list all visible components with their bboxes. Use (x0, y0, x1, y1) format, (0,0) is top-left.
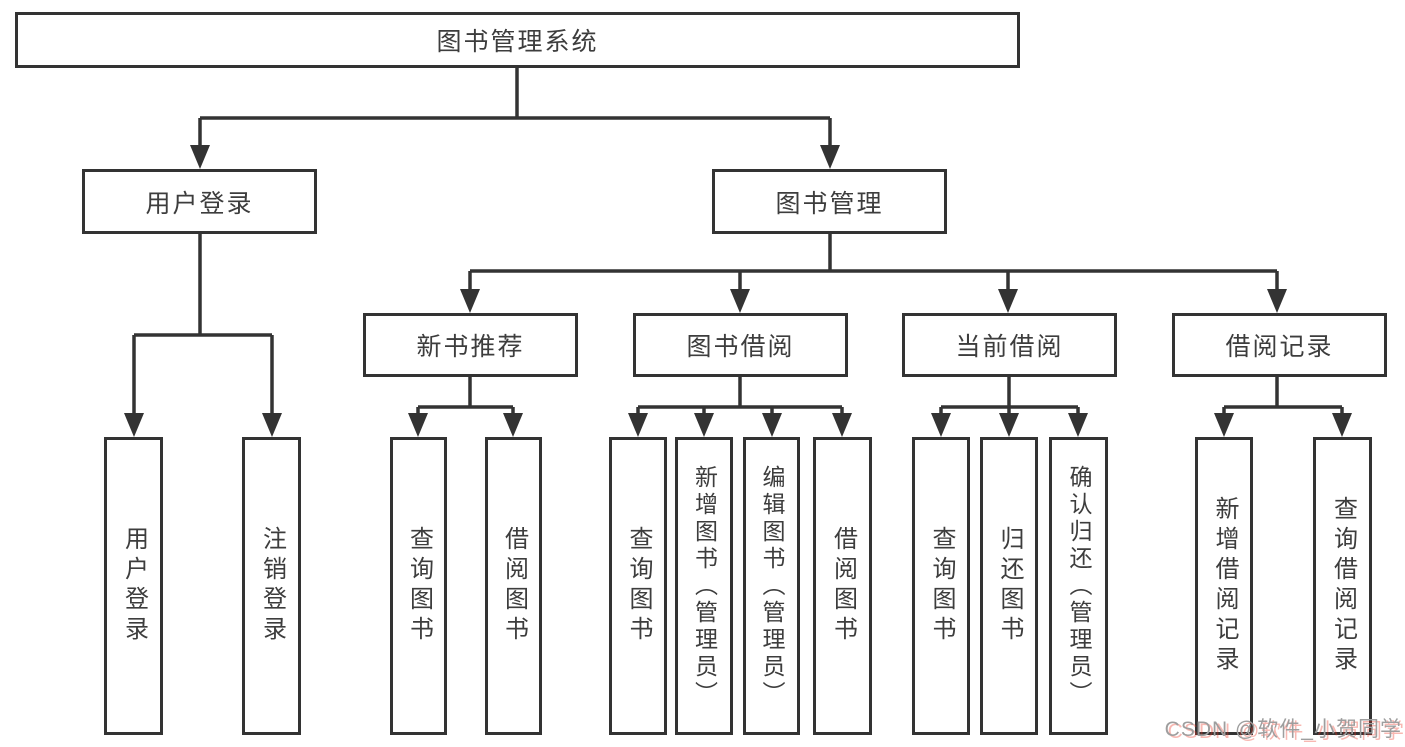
leaf-current-confirm-return-admin: 确认归还（管理员） (1049, 437, 1108, 735)
node-borrow-records: 借阅记录 (1172, 313, 1387, 377)
node-book-management: 图书管理 (712, 169, 947, 234)
connector-borrow-records-to-leaves (1214, 377, 1352, 437)
leaf-borrow-add-books-admin: 新增图书（管理员） (675, 437, 733, 735)
node-root-library-management-system: 图书管理系统 (15, 12, 1020, 68)
node-book-borrow: 图书借阅 (633, 313, 848, 377)
node-user-login: 用户登录 (82, 169, 317, 234)
leaf-borrow-borrow-books: 借阅图书 (813, 437, 872, 735)
leaf-user-login: 用户登录 (104, 437, 163, 735)
node-current-borrow: 当前借阅 (902, 313, 1117, 377)
node-new-book-recommend: 新书推荐 (363, 313, 578, 377)
leaf-current-return-books: 归还图书 (980, 437, 1038, 735)
leaf-records-query-record: 查询借阅记录 (1313, 437, 1372, 735)
leaf-newbook-query-books: 查询图书 (390, 437, 447, 735)
connector-new-book-to-leaves (408, 377, 523, 437)
connector-user-login-to-leaves (124, 234, 282, 437)
connector-current-borrow-to-leaves (931, 377, 1088, 437)
leaf-current-query-books: 查询图书 (912, 437, 970, 735)
leaf-borrow-edit-books-admin: 编辑图书（管理员） (743, 437, 800, 735)
watermark: CSDN @软件_小贺同学 (1164, 718, 1402, 741)
leaf-newbook-borrow-books: 借阅图书 (485, 437, 542, 735)
connector-book-management-to-level3 (460, 234, 1287, 313)
leaf-records-add-record: 新增借阅记录 (1195, 437, 1253, 735)
connector-root-to-level2 (190, 68, 840, 169)
connector-book-borrow-to-leaves (628, 377, 852, 437)
leaf-borrow-query-books: 查询图书 (609, 437, 667, 735)
leaf-logout: 注销登录 (242, 437, 301, 735)
